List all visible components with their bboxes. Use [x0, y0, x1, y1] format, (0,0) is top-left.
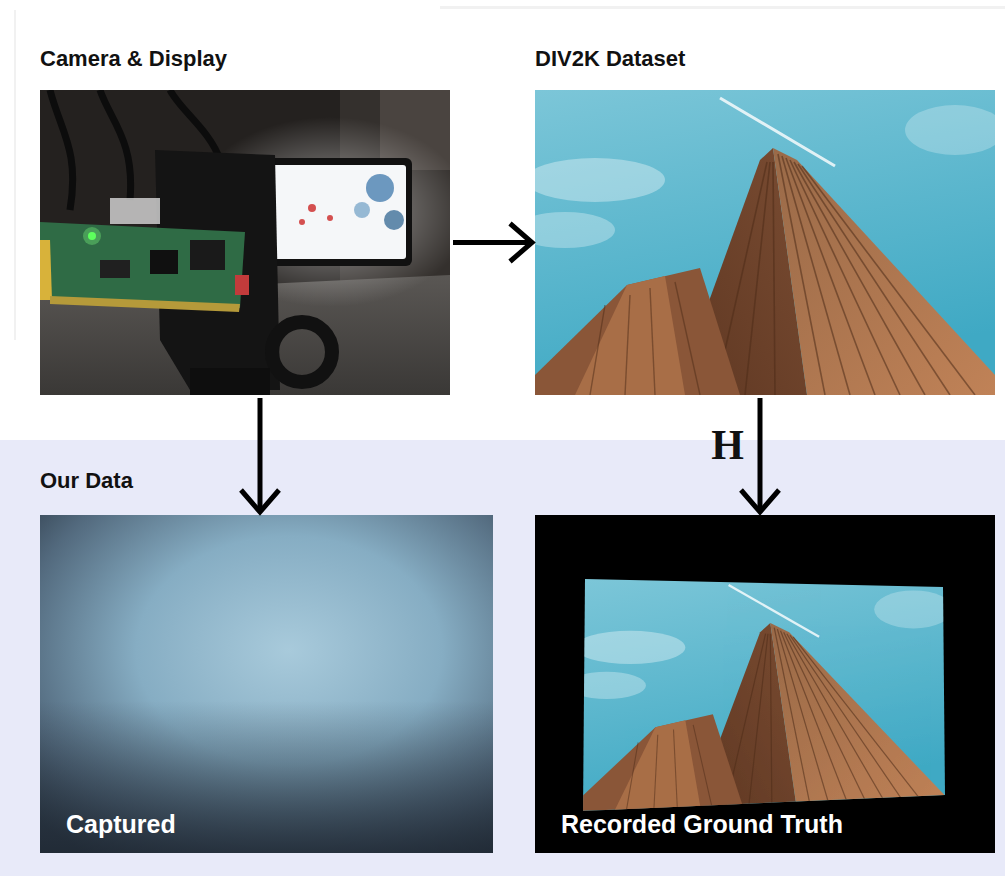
- photo-panel: DIV2K Dataset: [535, 90, 995, 395]
- ground-truth-image: [535, 515, 995, 853]
- blur-shade: [40, 515, 493, 853]
- camera-photo: [40, 90, 450, 395]
- text-holder: DIV2K Dataset: [535, 46, 685, 90]
- edge-label: H: [711, 422, 744, 468]
- text-holder: Captured: [66, 809, 176, 839]
- frame-line: [14, 10, 16, 340]
- warped-scene: [567, 579, 953, 811]
- panel-heading: Our Data: [40, 468, 133, 494]
- text-holder: Recorded Ground Truth: [561, 809, 843, 839]
- text-holder: Our Data: [40, 468, 133, 494]
- data-band: Our DataCaptured Recorded Ground Truth: [0, 440, 1005, 876]
- image-panel: Recorded Ground Truth: [535, 515, 995, 853]
- label-holder: H: [711, 422, 744, 468]
- text-holder: Camera & Display: [40, 46, 227, 90]
- captured-image: [40, 515, 493, 853]
- arrow-line: [758, 398, 763, 512]
- image-caption: Recorded Ground Truth: [561, 809, 843, 839]
- panel-heading: DIV2K Dataset: [535, 46, 685, 72]
- dataset-image: [535, 90, 995, 395]
- arrow-line: [258, 398, 263, 512]
- arrow-head: [510, 224, 532, 262]
- photo-panel: Camera & Display: [40, 90, 450, 395]
- panel-fill: [0, 440, 1005, 876]
- arrow-line: [453, 240, 532, 245]
- frame-line: [440, 6, 1005, 9]
- arrow-head: [241, 490, 279, 512]
- arrow-connector: [741, 398, 779, 512]
- camera-scene: [40, 90, 450, 395]
- image-panel: Captured: [40, 515, 493, 853]
- blur-field: [40, 515, 493, 853]
- skyscraper-scene: [535, 90, 995, 395]
- image-caption: Captured: [66, 809, 176, 839]
- arrow-head: [741, 490, 779, 512]
- arrow-connector: [241, 398, 279, 512]
- black-frame: [535, 515, 995, 853]
- panel-heading: Camera & Display: [40, 46, 227, 72]
- arrow-connector: [453, 224, 532, 262]
